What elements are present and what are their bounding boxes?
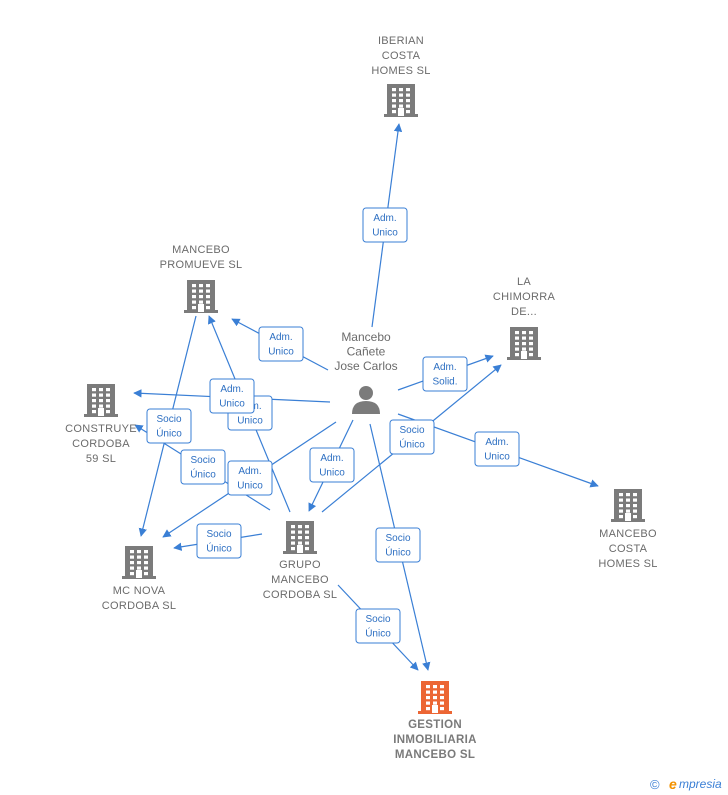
relation-text: Adm. bbox=[320, 453, 343, 464]
company-name-line: CORDOBA SL bbox=[102, 600, 177, 612]
company-name-line: GRUPO bbox=[279, 559, 321, 571]
person-name-line: Mancebo bbox=[341, 330, 391, 344]
relation-text: Unico bbox=[484, 452, 510, 463]
company-name-line: MC NOVA bbox=[113, 585, 166, 597]
relation-text: Adm. bbox=[269, 332, 292, 343]
relation-text: Adm. bbox=[433, 362, 456, 373]
company-name-line: COSTA bbox=[609, 543, 648, 555]
relation-label-r11[interactable]: Adm. Unico bbox=[309, 447, 355, 483]
company-name-line: CONSTRUYE bbox=[65, 423, 137, 435]
company-name-line: MANCEBO SL bbox=[395, 749, 475, 761]
company-name-line: LA bbox=[517, 276, 531, 288]
relation-text: Único bbox=[190, 468, 216, 481]
relation-text: Socio bbox=[365, 614, 390, 625]
company-name-line: IBERIAN bbox=[378, 35, 424, 47]
relation-text: Adm. bbox=[373, 213, 396, 224]
relation-label-r12[interactable]: Adm. Unico bbox=[209, 378, 255, 414]
relation-label-r10[interactable]: Adm. Unico bbox=[227, 460, 273, 496]
company-name-line: CORDOBA bbox=[72, 438, 130, 450]
relation-text: Socio bbox=[206, 529, 231, 540]
building-icon[interactable] bbox=[122, 546, 156, 579]
relation-text: Único bbox=[365, 627, 391, 640]
person-name-line: Jose Carlos bbox=[334, 359, 397, 373]
copyright-symbol: © bbox=[650, 777, 660, 792]
relation-text: Unico bbox=[237, 416, 263, 427]
relation-text: Unico bbox=[319, 468, 345, 479]
company-node-iberian[interactable]: IBERIAN COSTA HOMES SL bbox=[371, 35, 430, 117]
building-icon[interactable] bbox=[418, 681, 452, 714]
brand-logo-text: mpresia bbox=[679, 777, 722, 791]
company-node-construye[interactable]: CONSTRUYE CORDOBA 59 SL bbox=[65, 384, 137, 465]
company-name-line: HOMES SL bbox=[598, 558, 657, 570]
relation-text: Socio bbox=[385, 533, 410, 544]
company-name-line: PROMUEVE SL bbox=[160, 259, 243, 271]
relation-text: Unico bbox=[219, 399, 245, 410]
nodes-layer: IBERIAN COSTA HOMES SL MANCEBO PROMUEVE SL LA… bbox=[65, 35, 657, 761]
relation-text: Solid. bbox=[432, 377, 457, 388]
building-icon[interactable] bbox=[611, 489, 645, 522]
relation-text: Adm. bbox=[238, 466, 261, 477]
relation-text: Único bbox=[206, 542, 232, 555]
company-node-mcnova[interactable]: MC NOVA CORDOBA SL bbox=[102, 546, 177, 612]
company-node-grupo[interactable]: GRUPO MANCEBO CORDOBA SL bbox=[263, 521, 338, 601]
building-icon[interactable] bbox=[283, 521, 317, 554]
building-icon[interactable] bbox=[184, 280, 218, 313]
relation-text: Socio bbox=[399, 425, 424, 436]
company-name-line: MANCEBO bbox=[599, 528, 657, 540]
building-icon[interactable] bbox=[84, 384, 118, 417]
relation-label-r5[interactable]: Adm. Unico bbox=[474, 431, 520, 467]
company-node-gestion[interactable]: GESTION INMOBILIARIA MANCEBO SL bbox=[393, 681, 476, 761]
building-icon[interactable] bbox=[507, 327, 541, 360]
building-icon[interactable] bbox=[384, 84, 418, 117]
person-name-line: Cañete bbox=[347, 345, 386, 359]
person-icon bbox=[352, 386, 380, 414]
company-name-line: MANCEBO bbox=[271, 574, 329, 586]
relation-label-r1[interactable]: Adm. Unico bbox=[362, 207, 408, 243]
relation-text: Unico bbox=[237, 481, 263, 492]
company-name-line: MANCEBO bbox=[172, 244, 230, 256]
company-name-line: INMOBILIARIA bbox=[393, 734, 476, 746]
company-name-line: CORDOBA SL bbox=[263, 589, 338, 601]
company-node-chimorra[interactable]: LA CHIMORRA DE... bbox=[493, 276, 556, 360]
brand-logo-initial: e bbox=[669, 776, 677, 792]
relation-text: Unico bbox=[268, 347, 294, 358]
relation-text: Único bbox=[385, 546, 411, 559]
company-node-costahomes[interactable]: MANCEBO COSTA HOMES SL bbox=[598, 489, 657, 570]
relation-text: Único bbox=[399, 438, 425, 451]
relation-text: Adm. bbox=[485, 437, 508, 448]
company-name-line: HOMES SL bbox=[371, 65, 430, 77]
company-node-promueve[interactable]: MANCEBO PROMUEVE SL bbox=[160, 244, 243, 313]
relation-text: Adm. bbox=[220, 384, 243, 395]
company-name-line: GESTION bbox=[408, 719, 462, 731]
relation-text: Unico bbox=[372, 228, 398, 239]
company-name-line: DE... bbox=[511, 306, 537, 318]
company-name-line: COSTA bbox=[382, 50, 421, 62]
relation-label-r2[interactable]: Adm. Unico bbox=[258, 326, 304, 362]
relation-text: Socio bbox=[156, 414, 181, 425]
company-name-line: CHIMORRA bbox=[493, 291, 556, 303]
relation-text: Socio bbox=[190, 455, 215, 466]
relation-text: Único bbox=[156, 427, 182, 440]
relation-label-r3[interactable]: Adm. Solid. bbox=[422, 356, 468, 392]
company-name-line: 59 SL bbox=[86, 453, 116, 465]
